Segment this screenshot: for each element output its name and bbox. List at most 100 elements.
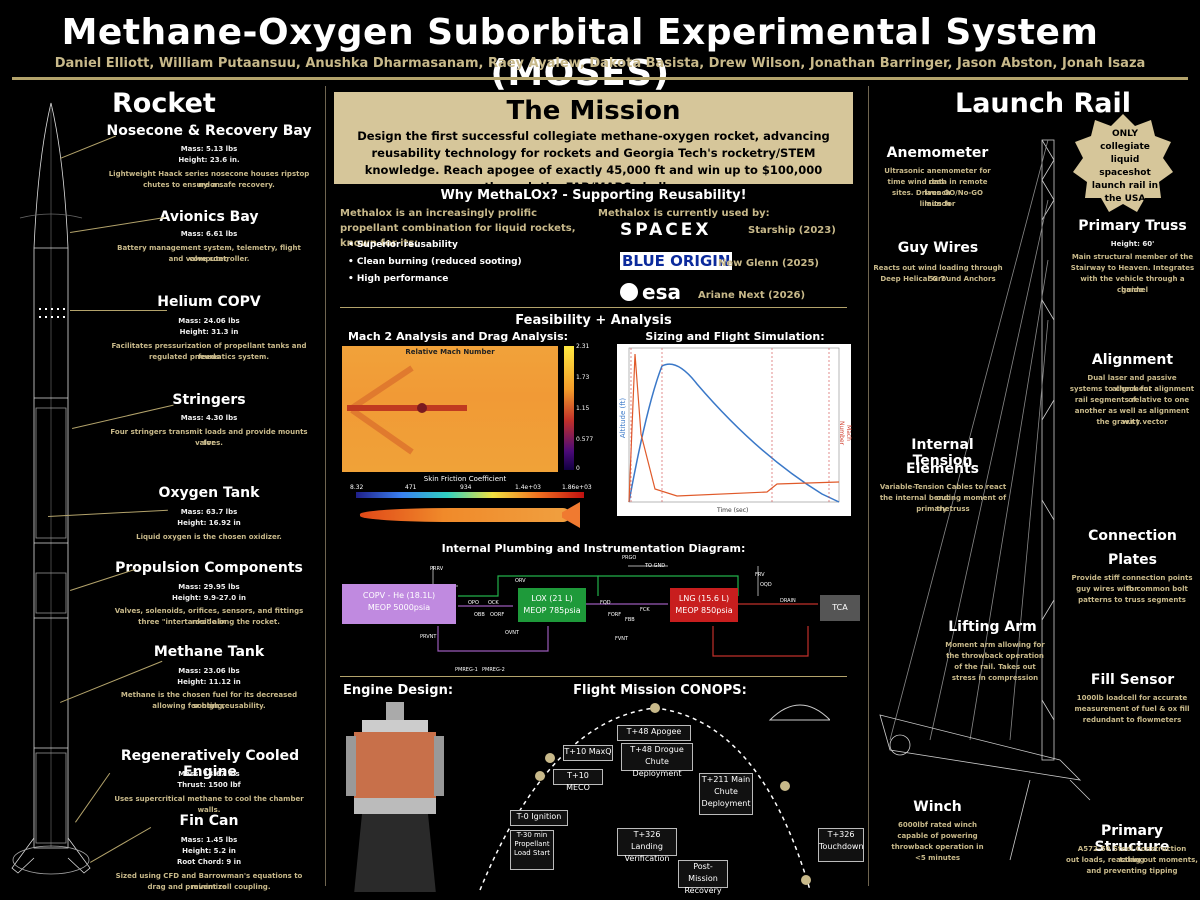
spacex-logo: SPACEX xyxy=(620,220,712,240)
alignment-title: Alignment xyxy=(1091,352,1174,368)
methalox-heading: Why MethaLOx? - Supporting Reusability! xyxy=(440,188,747,203)
conops-touchdown: T+326 Touchdown xyxy=(818,828,864,862)
conops-maxq: T+10 MaxQ xyxy=(563,745,613,761)
conops-meco: T+10 MECO xyxy=(553,769,603,792)
rocket-heading: Rocket xyxy=(112,88,216,119)
mach-scale-3: 0.577 xyxy=(576,436,594,443)
label-fqd: FQD xyxy=(600,600,611,606)
blue-origin-vehicle: New Glenn (2025) xyxy=(718,258,819,269)
skin-friction-rocket xyxy=(360,508,570,522)
methane-desc-2: allowing for high reusability. xyxy=(152,702,266,710)
primary-truss-desc-2: Stairway to Heaven. Integrates xyxy=(1070,264,1195,272)
lng-label-2: MEOP 850psia xyxy=(675,606,733,615)
guy-wires-title: Guy Wires xyxy=(897,240,979,256)
plumbing-lines xyxy=(432,565,818,657)
propulsion-spec-height: Height: 9.9-27.0 in xyxy=(172,594,246,602)
primary-truss-desc-3: with the vehicle through a guide xyxy=(1080,275,1185,294)
label-obb: OBB xyxy=(474,612,485,618)
engine-design-heading: Engine Design: xyxy=(342,683,454,698)
divider-feasibility xyxy=(340,307,847,308)
label-prrv: PRRV xyxy=(430,566,444,572)
avionics-desc-2: and valve controller. xyxy=(168,255,250,263)
fincan-spec-height: Height: 5.2 in xyxy=(182,847,236,855)
fincan-desc-1: Sized using CFD and Barrowman's equation… xyxy=(115,872,303,891)
label-opo: OPO xyxy=(468,600,479,606)
label-fvnt: FVNT xyxy=(615,636,629,642)
winch-desc-1: 6000lbf rated winch xyxy=(897,821,978,829)
alignment-desc-2: systems to check for alignment of xyxy=(1069,385,1195,404)
propulsion-desc-2: three "intertanks" along the rocket. xyxy=(138,618,280,626)
fill-sensor-title: Fill Sensor xyxy=(1090,672,1175,688)
connection-title: Connection xyxy=(1088,528,1177,544)
connection-desc-1: Provide stiff connection points for xyxy=(1071,574,1193,593)
guy-wires-desc-2: Deep Helical Ground Anchors xyxy=(880,275,996,283)
methalox-bullet-2: • Clean burning (reduced sooting) xyxy=(348,257,522,267)
guy-wires-desc-1: Reacts out wind loading through 5x 7' xyxy=(873,264,1003,283)
tension-desc-3: primary truss xyxy=(916,505,970,513)
helium-desc-2: regulated pneumatics system. xyxy=(148,353,270,361)
mach-analysis-heading: Mach 2 Analysis and Drag Analysis: xyxy=(347,330,569,343)
conops-landing-verification: T+326 Landing Verification xyxy=(617,828,677,863)
label-pmreg-1: PMREG-1 xyxy=(455,667,478,673)
mach-colorbar xyxy=(564,346,574,470)
primary-truss-spec: Height: 60' xyxy=(1110,240,1155,248)
header-divider xyxy=(12,77,1188,80)
alignment-desc-3: rail segments relative to one xyxy=(1074,396,1190,404)
engine-render xyxy=(346,702,444,892)
label-ock: OCK xyxy=(488,600,499,606)
sim-ylabel: Altitude (ft) xyxy=(619,397,628,439)
conops-propellant-load: T-30 min Propellant Load Start xyxy=(510,830,554,870)
esa-logo: esa xyxy=(642,280,681,304)
avionics-spec-mass: Mass: 6.61 lbs xyxy=(180,230,238,238)
lifting-arm-desc-3: of the rail. Takes out xyxy=(954,663,1036,671)
oxygen-spec-mass: Mass: 63.7 lbs xyxy=(180,508,238,516)
anemometer-title: Anemometer xyxy=(886,145,989,161)
label-pmreg-2: PMREG-2 xyxy=(482,667,505,673)
fill-sensor-desc-1: 1000lb loadcell for accurate xyxy=(1076,694,1188,702)
mach-plot-title: Relative Mach Number xyxy=(405,348,495,356)
anemometer-desc-2: time wind data in remote launch xyxy=(887,178,988,197)
label-oorf: OORF xyxy=(490,612,505,618)
mission-box: The Mission Design the first successful … xyxy=(334,92,853,194)
stringers-spec-mass: Mass: 4.30 lbs xyxy=(180,414,238,422)
conops-apogee: T+48 Apogee xyxy=(617,725,691,741)
conops-main-chute: T+211 Main Chute Deployment xyxy=(699,773,753,815)
propulsion-title: Propulsion Components xyxy=(115,560,303,576)
helium-title: Helium COPV xyxy=(157,294,261,310)
column-divider-right xyxy=(868,86,869,886)
sim-y2label: Mach Number xyxy=(838,420,853,446)
propulsion-spec-mass: Mass: 29.95 lbs xyxy=(178,583,240,591)
mission-text: Design the first successful collegiate m… xyxy=(357,129,830,194)
primary-truss-desc-1: Main structural member of the xyxy=(1071,253,1194,261)
skin-scale-3: 1.4e+03 xyxy=(515,484,541,491)
lox-label-2: MEOP 785psia xyxy=(523,606,581,615)
anemometer-desc-3: sites. Drives GO/No-GO limits for xyxy=(891,189,984,208)
mach-scale-4: 0 xyxy=(576,465,580,472)
winch-desc-2: capable of powering xyxy=(897,832,978,840)
propulsion-desc-1: Valves, solenoids, orifices, sensors, an… xyxy=(114,607,304,626)
methane-spec-height: Height: 11.12 in xyxy=(177,678,241,686)
conops-ignition: T-0 Ignition xyxy=(510,810,568,826)
stringers-title: Stringers xyxy=(172,392,246,408)
conops-recovery: Post-Mission Recovery xyxy=(678,860,728,895)
stringers-desc-2: valves. xyxy=(195,439,223,447)
rail-badge-star xyxy=(1073,114,1173,212)
fincan-spec-mass: Mass: 1.45 lbs xyxy=(180,836,238,844)
tension-desc-2: the internal bending moment of the xyxy=(879,494,1007,513)
mach-scale-1: 1.73 xyxy=(576,374,590,381)
divider-engine xyxy=(340,676,847,677)
fincan-title: Fin Can xyxy=(179,813,239,829)
mission-heading: The Mission xyxy=(506,96,681,126)
flight-sim-plot: Altitude (ft) Mach Number Time (sec) xyxy=(617,344,853,516)
copv-label-1: COPV - He (18.1L) xyxy=(362,591,436,600)
rail-heading: Launch Rail xyxy=(955,88,1132,119)
engine-spec-thrust: Thrust: 1500 lbf xyxy=(177,781,241,789)
lox-tank: LOX (21 L) MEOP 785psia xyxy=(518,588,586,622)
conops-heading: Flight Mission CONOPS: xyxy=(573,683,747,698)
nosecone-spec-mass: Mass: 5.13 lbs xyxy=(180,145,238,153)
authors-line: Daniel Elliott, William Putaansuu, Anush… xyxy=(54,56,1146,71)
copv-label-2: MEOP 5000psia xyxy=(367,603,431,612)
winch-desc-4: <5 minutes xyxy=(914,854,961,862)
primary-structure-desc-2: out loads, reacting out moments, xyxy=(1066,856,1198,864)
methalox-intro: Methalox is an increasingly prolific pro… xyxy=(340,208,576,249)
